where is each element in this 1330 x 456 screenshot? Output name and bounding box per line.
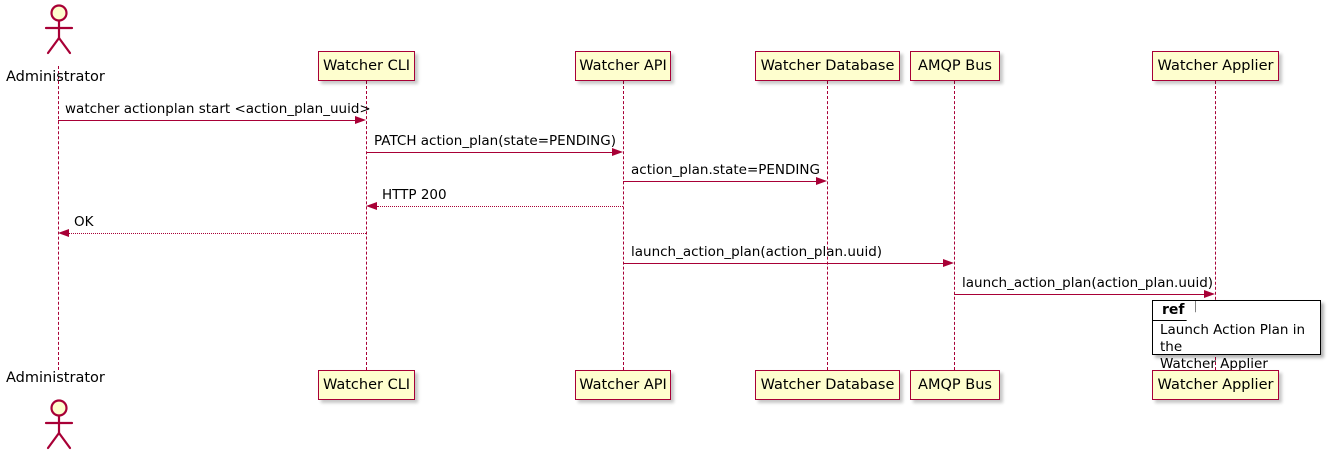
- lifeline-watcher-cli: [366, 81, 367, 370]
- lifeline-administrator: [58, 66, 59, 370]
- participant-box-watcher-applier-bottom[interactable]: Watcher Applier: [1152, 370, 1279, 400]
- lifeline-watcher-api: [623, 81, 624, 370]
- ref-fragment-body: Launch Action Plan in the Watcher Applie…: [1160, 322, 1315, 373]
- participant-box-watcher-applier-top[interactable]: Watcher Applier: [1152, 51, 1279, 81]
- actor-administrator-figure-top: [38, 4, 78, 55]
- message-label-patch-action-plan: PATCH action_plan(state=PENDING): [374, 133, 616, 149]
- participant-box-amqp-bus-top[interactable]: AMQP Bus: [910, 51, 1000, 81]
- actor-administrator-figure-bottom: [38, 399, 78, 450]
- lifeline-amqp-bus: [954, 81, 955, 370]
- arrowhead-right-icon: [816, 176, 827, 185]
- participant-box-watcher-database-top[interactable]: Watcher Database: [755, 51, 900, 81]
- actor-label-administrator-top: Administrator: [6, 69, 105, 85]
- message-line-ok: [69, 233, 366, 234]
- message-label-launch-action-plan-applier: launch_action_plan(action_plan.uuid): [962, 275, 1214, 291]
- participant-box-watcher-cli-bottom[interactable]: Watcher CLI: [318, 370, 415, 400]
- actor-label-administrator-bottom: Administrator: [6, 370, 105, 386]
- arrowhead-right-icon: [355, 115, 366, 124]
- message-line-action-plan-state-pending: [623, 181, 816, 182]
- message-label-action-plan-state-pending: action_plan.state=PENDING: [631, 162, 820, 178]
- participant-box-amqp-bus-bottom[interactable]: AMQP Bus: [910, 370, 1000, 400]
- message-line-launch-action-plan-applier: [954, 294, 1204, 295]
- ref-fragment-body-line-2: Watcher Applier: [1160, 356, 1268, 372]
- message-label-launch-action-plan-amqp: launch_action_plan(action_plan.uuid): [631, 244, 883, 260]
- arrowhead-right-icon: [943, 258, 954, 267]
- arrowhead-right-icon: [612, 147, 623, 156]
- message-label-http-200: HTTP 200: [382, 187, 447, 203]
- lifeline-watcher-applier: [1215, 81, 1216, 370]
- message-line-launch-action-plan-amqp: [623, 263, 943, 264]
- arrowhead-left-icon: [366, 201, 377, 210]
- ref-fragment-launch-action-plan[interactable]: ref Launch Action Plan in the Watcher Ap…: [1152, 300, 1321, 372]
- participant-box-watcher-cli-top[interactable]: Watcher CLI: [318, 51, 415, 81]
- arrowhead-right-icon: [1204, 289, 1215, 298]
- ref-fragment-body-line-1: Launch Action Plan in the: [1160, 322, 1306, 355]
- message-line-patch-action-plan: [366, 152, 612, 153]
- participant-box-watcher-database-bottom[interactable]: Watcher Database: [755, 370, 900, 400]
- ref-fragment-tab-label: ref: [1153, 301, 1196, 321]
- lifeline-watcher-database: [827, 81, 828, 370]
- message-label-watcher-actionplan-start: watcher actionplan start <action_plan_uu…: [65, 101, 371, 117]
- participant-box-watcher-api-top[interactable]: Watcher API: [575, 51, 671, 81]
- arrowhead-left-icon: [58, 228, 69, 237]
- message-line-http-200: [377, 206, 623, 207]
- participant-box-watcher-api-bottom[interactable]: Watcher API: [575, 370, 671, 400]
- message-label-ok: OK: [74, 214, 94, 230]
- message-line-watcher-actionplan-start: [58, 120, 355, 121]
